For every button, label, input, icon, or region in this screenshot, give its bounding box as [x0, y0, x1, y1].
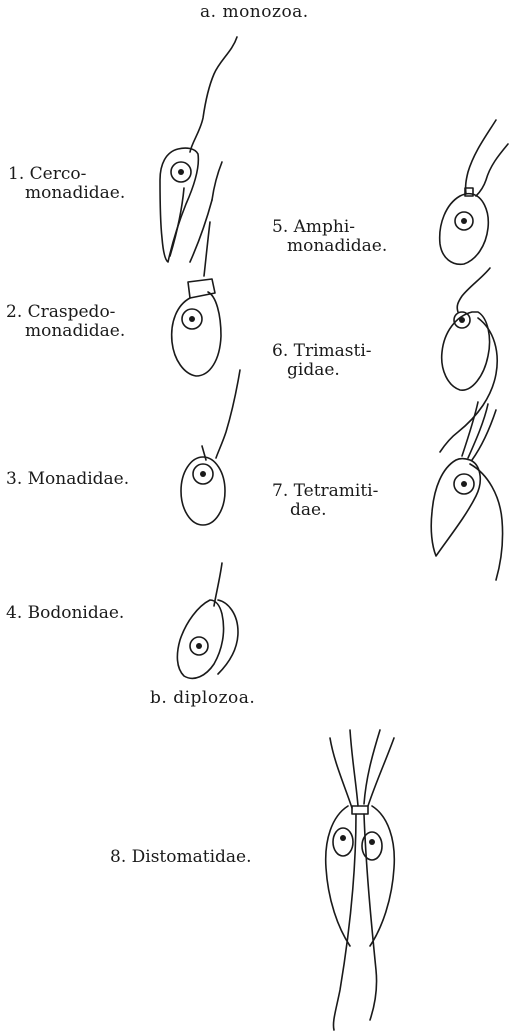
craspedomonadidae-nucleolus [189, 316, 195, 322]
trimastigidae-trailing-flagellum [440, 318, 497, 452]
distomatidae-nucleolus-left [340, 835, 346, 841]
distomatidae-flagellum-4 [368, 738, 394, 806]
distomatidae-nucleus-left [333, 828, 353, 856]
trimastigidae-flagellum [457, 268, 490, 312]
distomatidae-tail-right [364, 814, 377, 1020]
amphimonadidae-body [440, 194, 489, 265]
distomatidae-collar [352, 806, 368, 814]
craspedomonadidae-flagellum [204, 222, 210, 276]
tetramitidae-flagellum-1 [462, 402, 478, 456]
distomatidae-flagellum-2 [350, 730, 358, 806]
bodonidae-drawing [177, 563, 238, 678]
tetramitidae-drawing [431, 402, 502, 580]
bodonidae-nucleolus [196, 643, 202, 649]
monadidae-nucleolus [200, 471, 206, 477]
amphimonadidae-flagellum-2 [476, 144, 508, 196]
monadidae-body [181, 457, 225, 525]
tetramitidae-body [431, 459, 480, 557]
monadidae-drawing [181, 370, 240, 525]
amphimonadidae-drawing [440, 120, 508, 264]
cercomonadidae-flagellum [190, 37, 237, 152]
monadidae-flagellum-long [216, 370, 240, 458]
amphimonadidae-nucleolus [461, 218, 467, 224]
cercomonadidae-nucleolus [178, 169, 184, 175]
cercomonadidae-drawing [160, 37, 237, 262]
amphimonadidae-flagellum-1 [466, 120, 496, 194]
cercomonadidae-second-strand [212, 162, 222, 200]
distomatidae-body-right [370, 806, 394, 946]
bodonidae-body [177, 600, 223, 678]
trimastigidae-drawing [440, 268, 497, 452]
distomatidae-body-left [326, 806, 350, 946]
distomatidae-nucleolus-right [369, 839, 375, 845]
tetramitidae-trailing-flagellum [470, 464, 503, 580]
trimastigidae-body [442, 312, 490, 390]
tetramitidae-nucleolus [461, 481, 467, 487]
craspedomonadidae-body [172, 292, 221, 376]
cercomonadidae-body [160, 148, 198, 262]
trimastigidae-nucleolus [459, 317, 465, 323]
distomatidae-drawing [326, 730, 395, 1030]
distomatidae-flagellum-1 [330, 738, 352, 808]
